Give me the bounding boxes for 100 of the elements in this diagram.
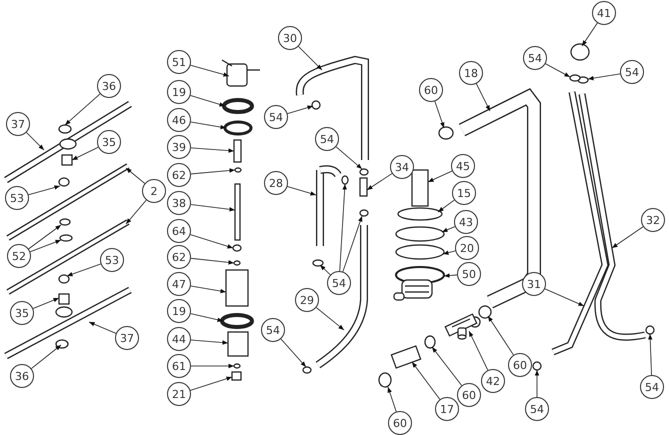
cap (532, 361, 542, 371)
callout-number: 60 (388, 411, 412, 435)
spray-arm (6, 163, 130, 241)
leader-line (339, 184, 347, 272)
leader-line (342, 216, 362, 272)
leader-line (190, 147, 234, 153)
cap (312, 259, 324, 267)
tube (578, 93, 646, 341)
leader-line (190, 234, 234, 248)
clamp-ring (424, 335, 436, 349)
leader-line (190, 313, 224, 322)
leader-line (190, 340, 228, 345)
cap (359, 168, 369, 176)
leader-line (442, 250, 456, 255)
callout-number: 64 (167, 219, 191, 243)
o-ring (233, 260, 241, 266)
cap (359, 209, 369, 217)
callout-number: 2 (142, 179, 166, 203)
leader-line (366, 173, 392, 190)
leader-line (287, 186, 316, 196)
cap (341, 175, 349, 185)
tube (296, 56, 369, 160)
leader-line (534, 370, 540, 398)
tube (552, 91, 609, 356)
spray-arm (4, 101, 132, 183)
callout-number: 42 (481, 369, 505, 393)
fitting (231, 371, 242, 381)
callout-number: 54 (261, 318, 285, 342)
leader-line (612, 226, 644, 248)
callout-number: 15 (452, 181, 476, 205)
pump-shaft (411, 169, 429, 207)
leader-line (388, 386, 397, 412)
washer (232, 244, 242, 252)
callout-number: 60 (508, 353, 532, 377)
callout-number: 20 (455, 236, 479, 260)
connector (570, 43, 590, 61)
cap (302, 366, 312, 374)
callout-number: 36 (10, 364, 34, 388)
spray-arm (6, 219, 130, 295)
cap (569, 74, 581, 82)
callout-number: 46 (167, 108, 191, 132)
callout-number: 61 (167, 354, 191, 378)
leader-line (190, 122, 226, 130)
leader-line (190, 258, 234, 265)
callout-number: 19 (167, 299, 191, 323)
leader-line (438, 200, 455, 212)
leader-line (190, 376, 232, 391)
callout-number: 36 (97, 74, 121, 98)
leader-line (280, 338, 306, 368)
nut (227, 331, 249, 357)
leader-line (88, 322, 116, 334)
leader-line (476, 83, 490, 112)
leader-line (126, 200, 147, 224)
seal-ring (222, 98, 254, 114)
washer (59, 234, 73, 242)
callout-number: 32 (641, 208, 665, 232)
leader-line (428, 170, 452, 182)
callout-number: 38 (167, 191, 191, 215)
callout-number: 54 (620, 60, 644, 84)
tube (316, 225, 368, 368)
tube (458, 88, 541, 308)
leader-line (434, 100, 444, 128)
leader-line (412, 362, 440, 400)
callout-number: 60 (457, 383, 481, 407)
leader-line (287, 105, 314, 114)
leader-line (190, 364, 234, 368)
leader-line (190, 95, 226, 106)
leader-line (545, 63, 570, 78)
leader-line (190, 204, 236, 212)
leader-line (588, 73, 621, 80)
clamp-ring (438, 126, 454, 140)
t-connector (444, 313, 481, 340)
o-ring (234, 167, 242, 173)
leader-line (31, 344, 62, 369)
leader-line (316, 307, 344, 330)
leader-line (30, 240, 62, 252)
leader-line (488, 316, 514, 356)
callout-number: 41 (592, 1, 616, 25)
leader-line (190, 168, 236, 174)
t-connector (359, 177, 368, 197)
nozzle-head (221, 59, 261, 87)
pump-housing (393, 266, 445, 301)
gasket (395, 244, 445, 260)
callout-number: 21 (167, 382, 191, 406)
callout-number: 54 (640, 375, 664, 399)
clamp-ring (478, 305, 492, 319)
leader-line (66, 264, 102, 276)
leader-line (468, 330, 488, 371)
leader-line (336, 146, 362, 170)
leader-line (72, 146, 99, 160)
leader-line (28, 185, 60, 196)
leader-line (582, 22, 598, 46)
callout-number: 28 (264, 171, 288, 195)
leader-line (544, 288, 584, 306)
leader-line (64, 94, 100, 126)
callout-number: 37 (115, 326, 139, 350)
leader-line (190, 64, 230, 77)
spray-arm (4, 286, 132, 360)
rod (234, 183, 241, 241)
leader-line (298, 46, 322, 70)
